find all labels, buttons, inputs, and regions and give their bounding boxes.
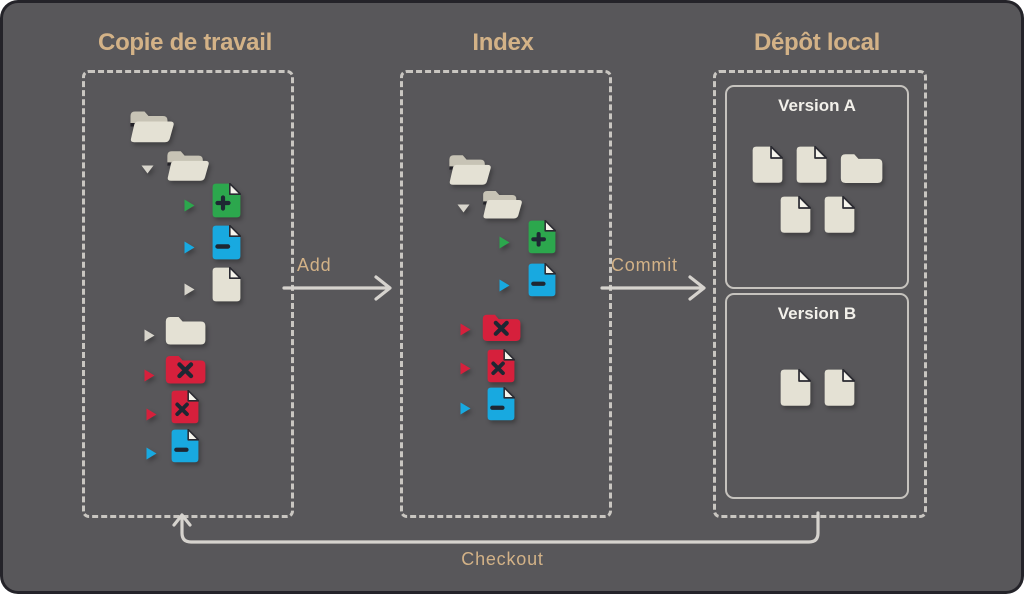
version-a-files xyxy=(727,146,907,234)
add-arrow-label: Add xyxy=(297,255,332,275)
caret-right-icon xyxy=(184,241,195,254)
file-icon xyxy=(824,369,855,406)
index-box xyxy=(400,70,612,518)
caret-down-icon xyxy=(141,165,154,174)
file-icon xyxy=(824,196,855,233)
folder-icon xyxy=(840,150,883,184)
caret-right-icon xyxy=(146,408,157,421)
diagram-card xyxy=(3,3,1021,591)
file-modified-icon xyxy=(171,429,199,463)
file-icon xyxy=(780,196,811,233)
file-modified-icon xyxy=(528,263,556,297)
version-a-label: Version A xyxy=(778,96,856,115)
folder-open-icon xyxy=(127,107,175,145)
working-copy-box xyxy=(82,70,294,518)
index-title: Index xyxy=(472,29,534,56)
commit-arrow-label: Commit xyxy=(611,255,678,275)
file-icon xyxy=(780,369,811,406)
folder-open-icon xyxy=(164,147,210,183)
local-repo-box: Version A Version B xyxy=(713,70,927,518)
folder-plain-icon xyxy=(165,313,206,345)
version-b-files xyxy=(727,369,907,406)
file-added-icon xyxy=(212,183,241,218)
caret-right-icon xyxy=(184,199,195,212)
file-modified-icon xyxy=(212,225,241,260)
version-b-label: Version B xyxy=(777,304,857,323)
folder-deleted-icon xyxy=(482,311,521,341)
file-plain-icon xyxy=(212,267,241,302)
local-repo-title: Dépôt local xyxy=(753,29,881,56)
caret-right-icon xyxy=(460,323,471,336)
folder-open-icon xyxy=(446,151,492,187)
folder-deleted-icon xyxy=(165,352,206,384)
checkout-arrow-label: Checkout xyxy=(461,549,544,569)
caret-right-icon xyxy=(144,329,155,342)
caret-right-icon xyxy=(184,283,195,296)
caret-down-icon xyxy=(457,204,470,213)
caret-right-icon xyxy=(146,447,157,460)
working-copy-title: Copie de travail xyxy=(98,29,272,56)
caret-right-icon xyxy=(144,369,155,382)
version-a-panel: Version A xyxy=(725,85,909,289)
caret-right-icon xyxy=(460,402,471,415)
caret-right-icon xyxy=(460,362,471,375)
file-added-icon xyxy=(528,220,556,254)
caret-right-icon xyxy=(499,279,510,292)
version-b-panel: Version B xyxy=(725,293,909,499)
file-icon xyxy=(752,146,783,183)
folder-open-icon xyxy=(480,187,523,221)
file-icon xyxy=(796,146,827,183)
file-deleted-icon xyxy=(171,390,199,424)
file-deleted-icon xyxy=(487,349,515,383)
file-modified-icon xyxy=(487,387,515,421)
caret-right-icon xyxy=(499,236,510,249)
